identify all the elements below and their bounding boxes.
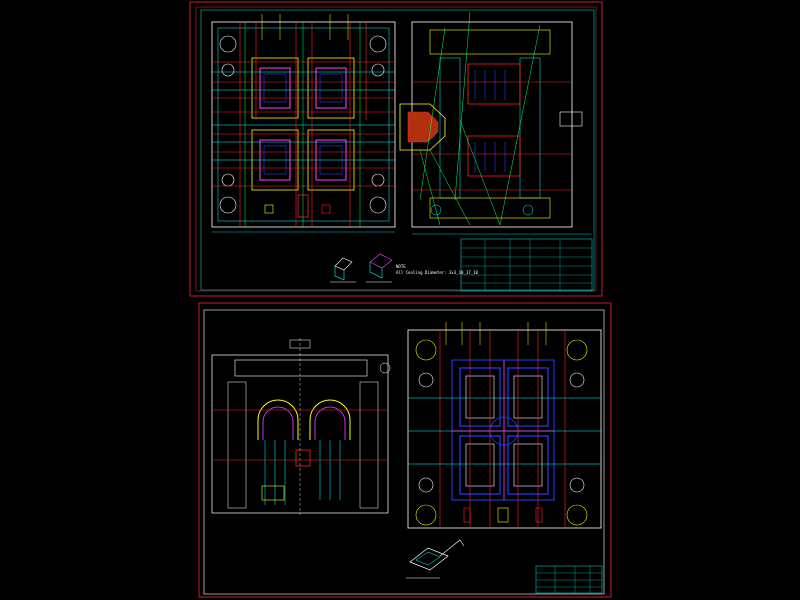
guide-pin-circle: [219, 35, 237, 53]
runner-lines: [452, 360, 554, 500]
return-pin: [264, 204, 274, 214]
guide-bushing: [566, 339, 588, 361]
sprue-slot: [295, 449, 311, 467]
title-block-grid: [461, 239, 592, 291]
cavity-block: [251, 57, 299, 119]
plan-outline: [407, 329, 602, 529]
support-block: [227, 381, 247, 509]
top-plan-inner: [217, 27, 390, 222]
isometric-part-icon: [406, 539, 465, 579]
bolt-head: [379, 362, 391, 374]
sheet-bottom: [198, 302, 612, 598]
cooling-lines-horizontal: [212, 61, 395, 187]
cavity-block: [459, 435, 501, 495]
core-section-lines: [474, 70, 506, 172]
return-pin: [463, 507, 471, 523]
core-outline: [263, 73, 287, 103]
cavity-insert: [465, 375, 495, 419]
sheet-top-frame: [189, 1, 603, 297]
cooling-lines-vertical: [439, 330, 566, 528]
guide-pin-circle: [418, 372, 434, 388]
locating-ring: [289, 339, 311, 349]
cavity-section: [467, 135, 521, 177]
arch-cavity: [257, 399, 299, 440]
bottom-plan-view: [407, 322, 602, 529]
sheet-bottom-border: [203, 309, 605, 595]
arch-cavity-inner: [262, 406, 294, 440]
top-plan-view: [211, 14, 396, 233]
cavity-block: [507, 367, 549, 427]
top-plate: [234, 359, 368, 377]
guide-bushing: [415, 339, 437, 361]
sheet-top-frame-inner: [195, 6, 597, 292]
cooling-lines-vertical: [239, 22, 367, 227]
top-clamp-plate: [429, 29, 551, 55]
bolt-lines-vertical: [261, 14, 349, 40]
locating-ring: [559, 111, 583, 127]
sprue-bushing-fill: [407, 111, 439, 143]
return-pin: [321, 204, 331, 214]
bottom-clamp-plate: [429, 197, 551, 219]
spacer-block: [519, 57, 541, 199]
cavity-insert: [465, 443, 495, 487]
return-pin: [535, 507, 543, 523]
bottom-section-view: [211, 338, 391, 515]
guide-pin-circle: [221, 63, 235, 77]
cavity-insert: [315, 67, 347, 109]
title-block-frame: [460, 238, 593, 292]
sheet-bottom-frame: [198, 302, 612, 598]
cavity-block: [459, 367, 501, 427]
isometric-part-icon: [366, 253, 393, 283]
cooling-lines-cyan: [212, 71, 395, 161]
sprue-slot: [297, 194, 309, 218]
bolt-head: [430, 204, 442, 216]
title-block-grid: [536, 566, 602, 593]
leader-lines: [419, 11, 541, 226]
cavity-insert: [513, 443, 543, 487]
core-plate: [451, 359, 555, 501]
isometric-part-icon: [330, 257, 356, 283]
guide-pin-circle: [221, 173, 235, 187]
guide-pin-circle: [418, 477, 434, 493]
arch-cavity: [309, 399, 351, 440]
bolt-head: [522, 204, 534, 216]
top-title-block: [460, 238, 593, 292]
cavity-insert: [259, 67, 291, 109]
guide-pin-circle: [371, 63, 385, 77]
ejector-plate: [261, 485, 285, 501]
section-vertical-lines: [264, 440, 341, 505]
section-cooling-lines: [412, 81, 572, 191]
cavity-insert: [513, 375, 543, 419]
guide-pin-circle: [569, 477, 585, 493]
top-section-view: [399, 11, 583, 228]
cavity-block: [307, 57, 355, 119]
note-label: NOTE: [396, 264, 406, 269]
sheet-top: NOTE All Cooling Diameter: 3x3_10_17_18: [189, 1, 603, 297]
guide-bushing: [566, 504, 588, 526]
arch-cavity-inner: [314, 406, 346, 440]
guide-pin-circle: [369, 196, 387, 214]
ejector-lines-vertical: [244, 22, 361, 227]
bolt-lines-vertical: [445, 322, 547, 345]
bottom-title-block: [535, 565, 603, 594]
guide-bushing: [415, 504, 437, 526]
cavity-section: [467, 63, 521, 105]
title-block-frame: [535, 565, 603, 594]
cavity-block: [507, 435, 549, 495]
top-plan-outline: [211, 21, 396, 228]
core-outline: [319, 73, 343, 103]
note-text: All Cooling Diameter: 3x3_10_17_18: [396, 270, 478, 275]
return-pin: [497, 507, 509, 523]
sheet-top-border: [200, 9, 595, 291]
sprue-bushing: [399, 103, 446, 151]
support-block: [359, 381, 379, 509]
guide-pin-circle: [569, 372, 585, 388]
guide-pin-circle: [371, 173, 385, 187]
guide-pin-circle: [219, 196, 237, 214]
guide-pin-circle: [369, 35, 387, 53]
